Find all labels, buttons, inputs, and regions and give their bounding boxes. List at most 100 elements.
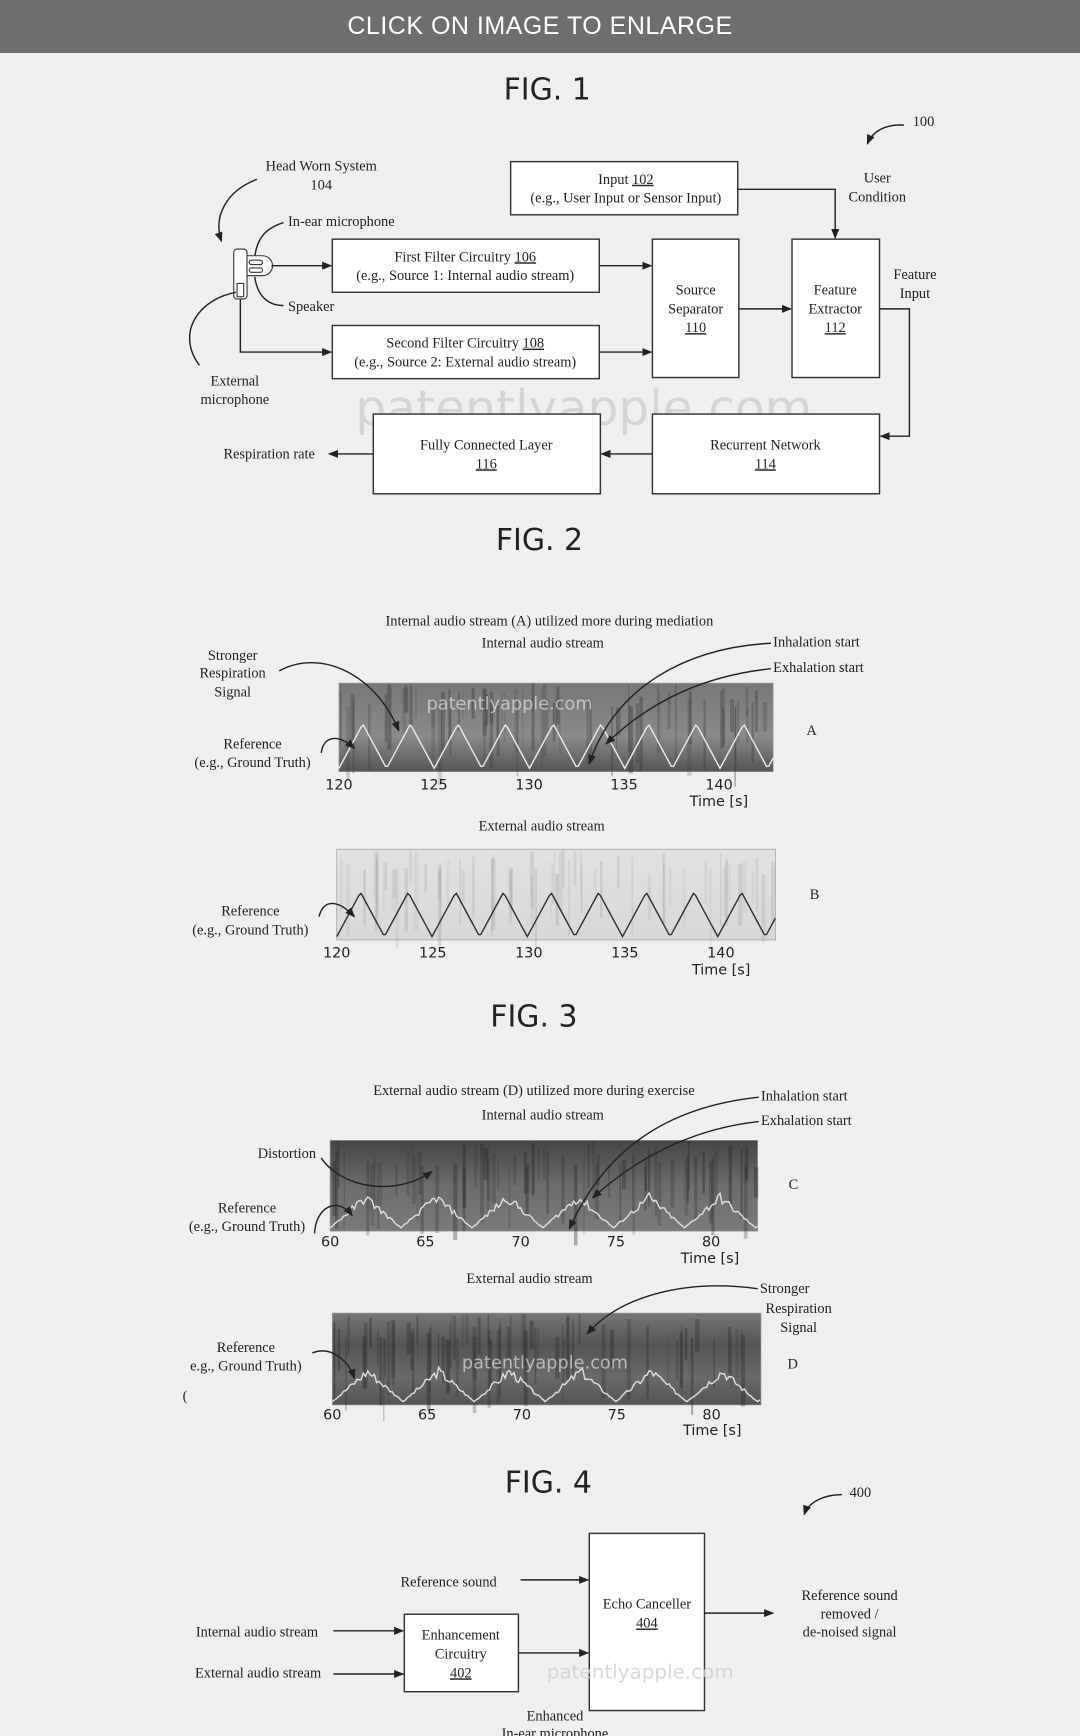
inhalation-arrow-c-icon xyxy=(568,1096,759,1230)
spectrogram-stripe xyxy=(646,1325,649,1400)
spectrogram-stripe xyxy=(496,705,498,739)
spectrogram-stripe xyxy=(440,691,445,752)
spectrogram-stripe xyxy=(496,1330,501,1404)
spectrogram-stripe xyxy=(455,1337,459,1398)
spectrogram-stripe xyxy=(501,691,503,734)
spectrogram-stripe xyxy=(437,1333,440,1368)
spectrogram-stripe xyxy=(704,861,708,904)
tick-label: 65 xyxy=(416,1235,434,1251)
input-sub: (e.g., User Input or Sensor Input) xyxy=(530,191,721,207)
spectrogram-stripe xyxy=(477,1316,481,1355)
spectrogram-stripe xyxy=(536,1328,540,1359)
spectrogram-stripe xyxy=(409,685,413,725)
spectrogram-stripe xyxy=(568,860,570,937)
spectrogram-stripe xyxy=(632,1156,636,1235)
source-separator-box xyxy=(651,238,740,379)
spectrogram-stripe xyxy=(391,1323,395,1386)
spectrogram-stripe xyxy=(449,1321,452,1369)
user-condition-label: User xyxy=(864,171,891,187)
in-ear-leader xyxy=(254,221,284,257)
speaker-leader xyxy=(254,276,284,307)
spectrogram-stripe xyxy=(666,1334,669,1387)
spectrogram-stripe xyxy=(593,867,597,900)
spectrogram-stripe xyxy=(508,1165,511,1229)
recurrent-network-box xyxy=(651,413,881,495)
spectrogram-stripe xyxy=(726,858,729,900)
separator-label: Source xyxy=(676,283,716,299)
spectrogram-stripe xyxy=(621,1159,627,1190)
internal-stream-label: Internal audio stream xyxy=(196,1624,318,1640)
second-filter-label: Second Filter Circuitry 108 xyxy=(386,336,544,352)
spectrogram-stripe xyxy=(728,1145,733,1205)
stronger-label-d-3: Signal xyxy=(780,1320,817,1336)
spectrogram-stripe xyxy=(362,1336,366,1389)
spectrogram-stripe xyxy=(486,1147,490,1211)
spectrogram-stripe xyxy=(402,688,407,736)
spectrogram-stripe xyxy=(418,1152,422,1195)
spectrogram-stripe xyxy=(534,1327,537,1385)
spectrogram-stripe xyxy=(529,1320,534,1349)
tick-label: 120 xyxy=(325,777,352,793)
spectrogram-bg xyxy=(329,1140,758,1232)
fig4-ref: 400 xyxy=(850,1485,872,1501)
spectrogram-stripe xyxy=(708,869,712,947)
spectrogram-stripe xyxy=(566,1315,570,1380)
spectrogram-stripe xyxy=(709,1161,713,1224)
spectrogram-stripe xyxy=(596,1154,600,1186)
spectrogram-stripe xyxy=(431,698,436,728)
spectrogram-stripe xyxy=(555,1336,560,1379)
spectrogram-stripe xyxy=(720,690,723,749)
spectrogram-stripe xyxy=(720,853,722,927)
reference-arrow-c-icon xyxy=(313,1204,353,1234)
spectrogram-stripe xyxy=(441,1336,445,1384)
spectrogram-stripe xyxy=(742,861,747,913)
spectrogram-stripe xyxy=(387,1321,390,1396)
spectrogram-stripe xyxy=(546,1152,549,1215)
tick-label: 60 xyxy=(323,1407,341,1423)
spectrogram-stripe xyxy=(553,850,556,905)
panel-b-xlabel: Time [s] xyxy=(691,962,750,978)
panel-b-title: External audio stream xyxy=(479,818,605,834)
spectrogram-stripe xyxy=(740,1334,746,1407)
output-label: Reference sound xyxy=(801,1588,898,1604)
inhalation-label-c: Inhalation start xyxy=(761,1089,848,1105)
spectrogram-stripe xyxy=(392,869,397,898)
spectrogram-stripe xyxy=(635,703,640,764)
spectrogram-stripe xyxy=(437,871,440,902)
enlarge-banner[interactable]: CLICK ON IMAGE TO ENLARGE xyxy=(0,0,1080,53)
spectrogram-stripe xyxy=(751,702,754,763)
tick-label: 80 xyxy=(702,1235,720,1251)
spectrogram-stripe xyxy=(616,707,621,736)
spectrogram-stripe xyxy=(639,696,643,772)
tick-label: 125 xyxy=(419,946,446,962)
spectrogram-stripe xyxy=(497,1159,500,1190)
spectrogram-stripe xyxy=(383,1340,385,1422)
tick-label: 80 xyxy=(702,1407,720,1423)
spectrogram-stripe xyxy=(395,1164,398,1197)
head-worn-arrow-icon xyxy=(214,178,258,243)
spectrogram-stripe xyxy=(761,874,766,943)
spectrogram-stripe xyxy=(472,865,474,928)
spectrogram-stripe xyxy=(561,1156,565,1224)
reference-sub-b: (e.g., Ground Truth) xyxy=(192,922,308,938)
spectrogram-stripe xyxy=(410,1331,413,1370)
fig3-title: FIG. 3 xyxy=(490,999,577,1034)
in-ear-mic-label: In-ear microphone xyxy=(288,214,395,230)
tick-label: 65 xyxy=(418,1407,436,1423)
spectrogram-stripe xyxy=(583,1157,585,1235)
spectrogram-stripe xyxy=(561,1323,564,1404)
reference-label-d: Reference xyxy=(217,1340,275,1356)
spectrogram-stripe xyxy=(504,691,506,743)
spectrogram-stripe xyxy=(628,706,633,774)
spectrogram-stripe xyxy=(370,1163,375,1226)
spectrogram-stripe xyxy=(430,1325,432,1370)
separator-label-2: Separator xyxy=(668,301,723,317)
spectrogram-stripe xyxy=(384,694,388,743)
spectrogram-stripe xyxy=(509,1316,512,1358)
reference-label-a: Reference xyxy=(223,736,281,752)
spectrogram-stripe xyxy=(555,686,560,725)
spectrogram-stripe xyxy=(531,683,535,752)
watermark-4: patentlyapple.com xyxy=(547,1660,734,1683)
spectrogram-stripe xyxy=(675,1340,679,1381)
